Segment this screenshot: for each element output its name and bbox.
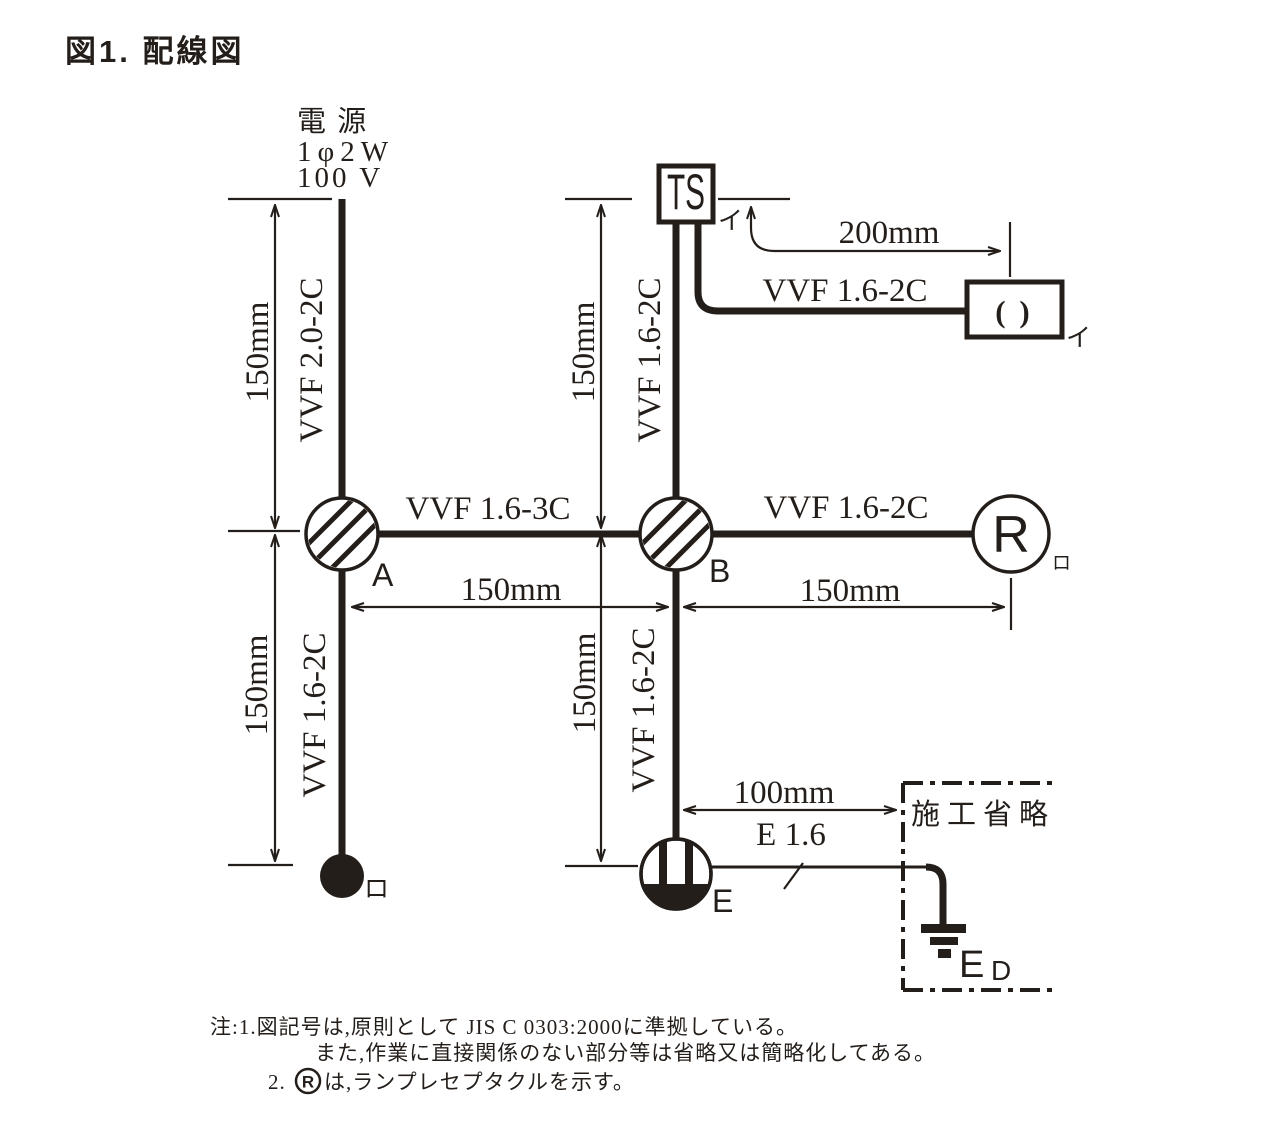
note-line-1: 注:1.図記号は,原則として JIS C 0303:2000に準拠している。 <box>210 1015 798 1039</box>
figure-title: 図1. 配線図 <box>65 34 244 69</box>
outlet-e <box>639 837 713 911</box>
cable-label-b-to-receptacle: VVF 1.6-2C <box>763 490 928 526</box>
note-receptacle-circle-icon <box>294 1067 322 1095</box>
dim-label-left-lower: 150mm <box>239 634 275 735</box>
dim-label-outlet-to-omission: 100mm <box>734 775 835 811</box>
outlet-blade-right <box>685 840 693 884</box>
outlet-blade-left <box>659 840 667 884</box>
dimension-lines <box>228 197 1013 868</box>
dim-label-left-upper: 150mm <box>240 301 276 402</box>
cable-label-b-to-timer: VVF 1.6-2C <box>632 277 668 442</box>
cable-label-a-to-switch: VVF 1.6-2C <box>297 632 333 797</box>
timer-switch-box <box>656 163 716 225</box>
dim-timer-to-ceiling <box>751 207 1000 251</box>
outlet-inner <box>642 840 710 908</box>
cable-label-power-feed: VVF 2.0-2C <box>294 277 330 442</box>
earth-electrode-icon <box>921 924 966 958</box>
note-line-2: また,作業に直接関係のない部分等は省略又は簡略化してある。 <box>315 1041 936 1065</box>
earth-label-d: D <box>991 955 1011 986</box>
cable-label-a-to-b: VVF 1.6-3C <box>405 491 570 527</box>
note-item2-suffix: は,ランプレセプタクルを示す。 <box>324 1070 635 1094</box>
lamp-receptacle-letter: R <box>992 506 1030 564</box>
earth-label-e: E <box>959 944 984 986</box>
ceiling-rosette-circuit-label: イ <box>1066 325 1091 352</box>
lamp-receptacle-circuit-label: ロ <box>1052 553 1071 574</box>
dim-label-middle-upper: 150mm <box>566 301 602 402</box>
outlet-label: E <box>712 883 733 919</box>
power-source-label-3: 100 V <box>297 162 383 194</box>
dim-label-a-to-b: 150mm <box>461 572 562 608</box>
note-item2-prefix: 2. <box>268 1070 286 1094</box>
earth-wire-bend <box>925 863 947 924</box>
dim-label-timer-to-ceiling: 200mm <box>839 215 940 251</box>
timer-to-ceiling-cable <box>694 222 967 315</box>
notes: 注:1.図記号は,原則として JIS C 0303:2000に準拠している。 ま… <box>210 1015 936 1095</box>
earth-bar-3 <box>938 949 951 958</box>
omission-label: 施工省略 <box>911 798 1055 831</box>
cable-label-timer-to-ceiling: VVF 1.6-2C <box>762 273 927 309</box>
outlet-outline <box>639 837 713 911</box>
lamp-receptacle-circle <box>971 494 1051 574</box>
dim-label-middle-lower: 150mm <box>567 632 603 733</box>
omission-box <box>901 781 1053 992</box>
cable-label-earth-wire: E 1.6 <box>756 817 826 853</box>
earth-bar-2 <box>930 937 958 945</box>
power-source-label-1: 電 源 <box>297 105 368 138</box>
outlet-filled-half <box>642 884 710 908</box>
ceiling-rosette: ( ) <box>964 279 1065 340</box>
switch-circuit-label: ロ <box>364 876 389 903</box>
timer-switch: TS <box>656 163 716 225</box>
junction-box-a-label: A <box>372 557 394 593</box>
power-source-label-2: 1φ2W <box>297 136 394 168</box>
earth-wire-tick <box>783 862 804 890</box>
cable-label-b-to-outlet: VVF 1.6-2C <box>626 627 662 792</box>
junction-box-b-label: B <box>709 553 730 589</box>
switch-icon <box>320 854 364 898</box>
ceiling-rosette-symbol: ( ) <box>995 294 1032 329</box>
timer-switch-label: TS <box>667 164 705 220</box>
ceiling-rosette-box <box>964 279 1065 340</box>
note-receptacle-letter: R <box>302 1073 314 1092</box>
timer-circuit-label: イ <box>718 208 743 235</box>
dim-label-b-to-receptacle: 150mm <box>800 573 901 609</box>
lamp-receptacle: R <box>971 494 1051 574</box>
earth-bar-1 <box>921 924 966 933</box>
